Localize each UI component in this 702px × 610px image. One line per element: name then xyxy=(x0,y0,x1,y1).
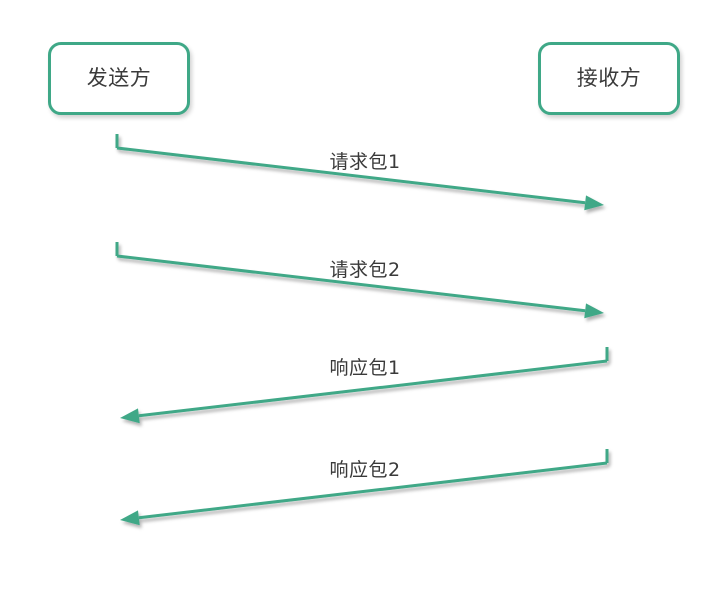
message-arrow-msg-3[interactable] xyxy=(120,347,609,424)
arrow-shaft xyxy=(138,461,608,520)
message-arrow-msg-1[interactable] xyxy=(115,134,604,211)
actor-box-receiver[interactable]: 接收方 xyxy=(538,42,680,115)
actor-label-receiver: 接收方 xyxy=(576,66,642,90)
actor-label-sender: 发送方 xyxy=(86,66,152,90)
message-arrow-msg-2[interactable] xyxy=(115,242,604,319)
message-arrow-msg-4[interactable] xyxy=(120,449,609,526)
arrow-head-left xyxy=(120,510,140,526)
arrow-shaft xyxy=(116,146,586,205)
message-label-response-2: 响应包2 xyxy=(329,459,401,481)
message-label-response-1: 响应包1 xyxy=(329,357,401,379)
arrow-head-left xyxy=(120,408,140,424)
message-label-request-1: 请求包1 xyxy=(329,151,401,173)
arrow-head-right xyxy=(584,195,604,211)
actor-box-sender[interactable]: 发送方 xyxy=(48,42,190,115)
arrow-head-right xyxy=(584,303,604,319)
lifelines-group xyxy=(113,115,611,553)
messages-group xyxy=(115,134,609,526)
message-label-request-2: 请求包2 xyxy=(329,259,401,281)
arrow-shaft xyxy=(138,359,608,418)
arrow-shaft xyxy=(116,254,586,313)
